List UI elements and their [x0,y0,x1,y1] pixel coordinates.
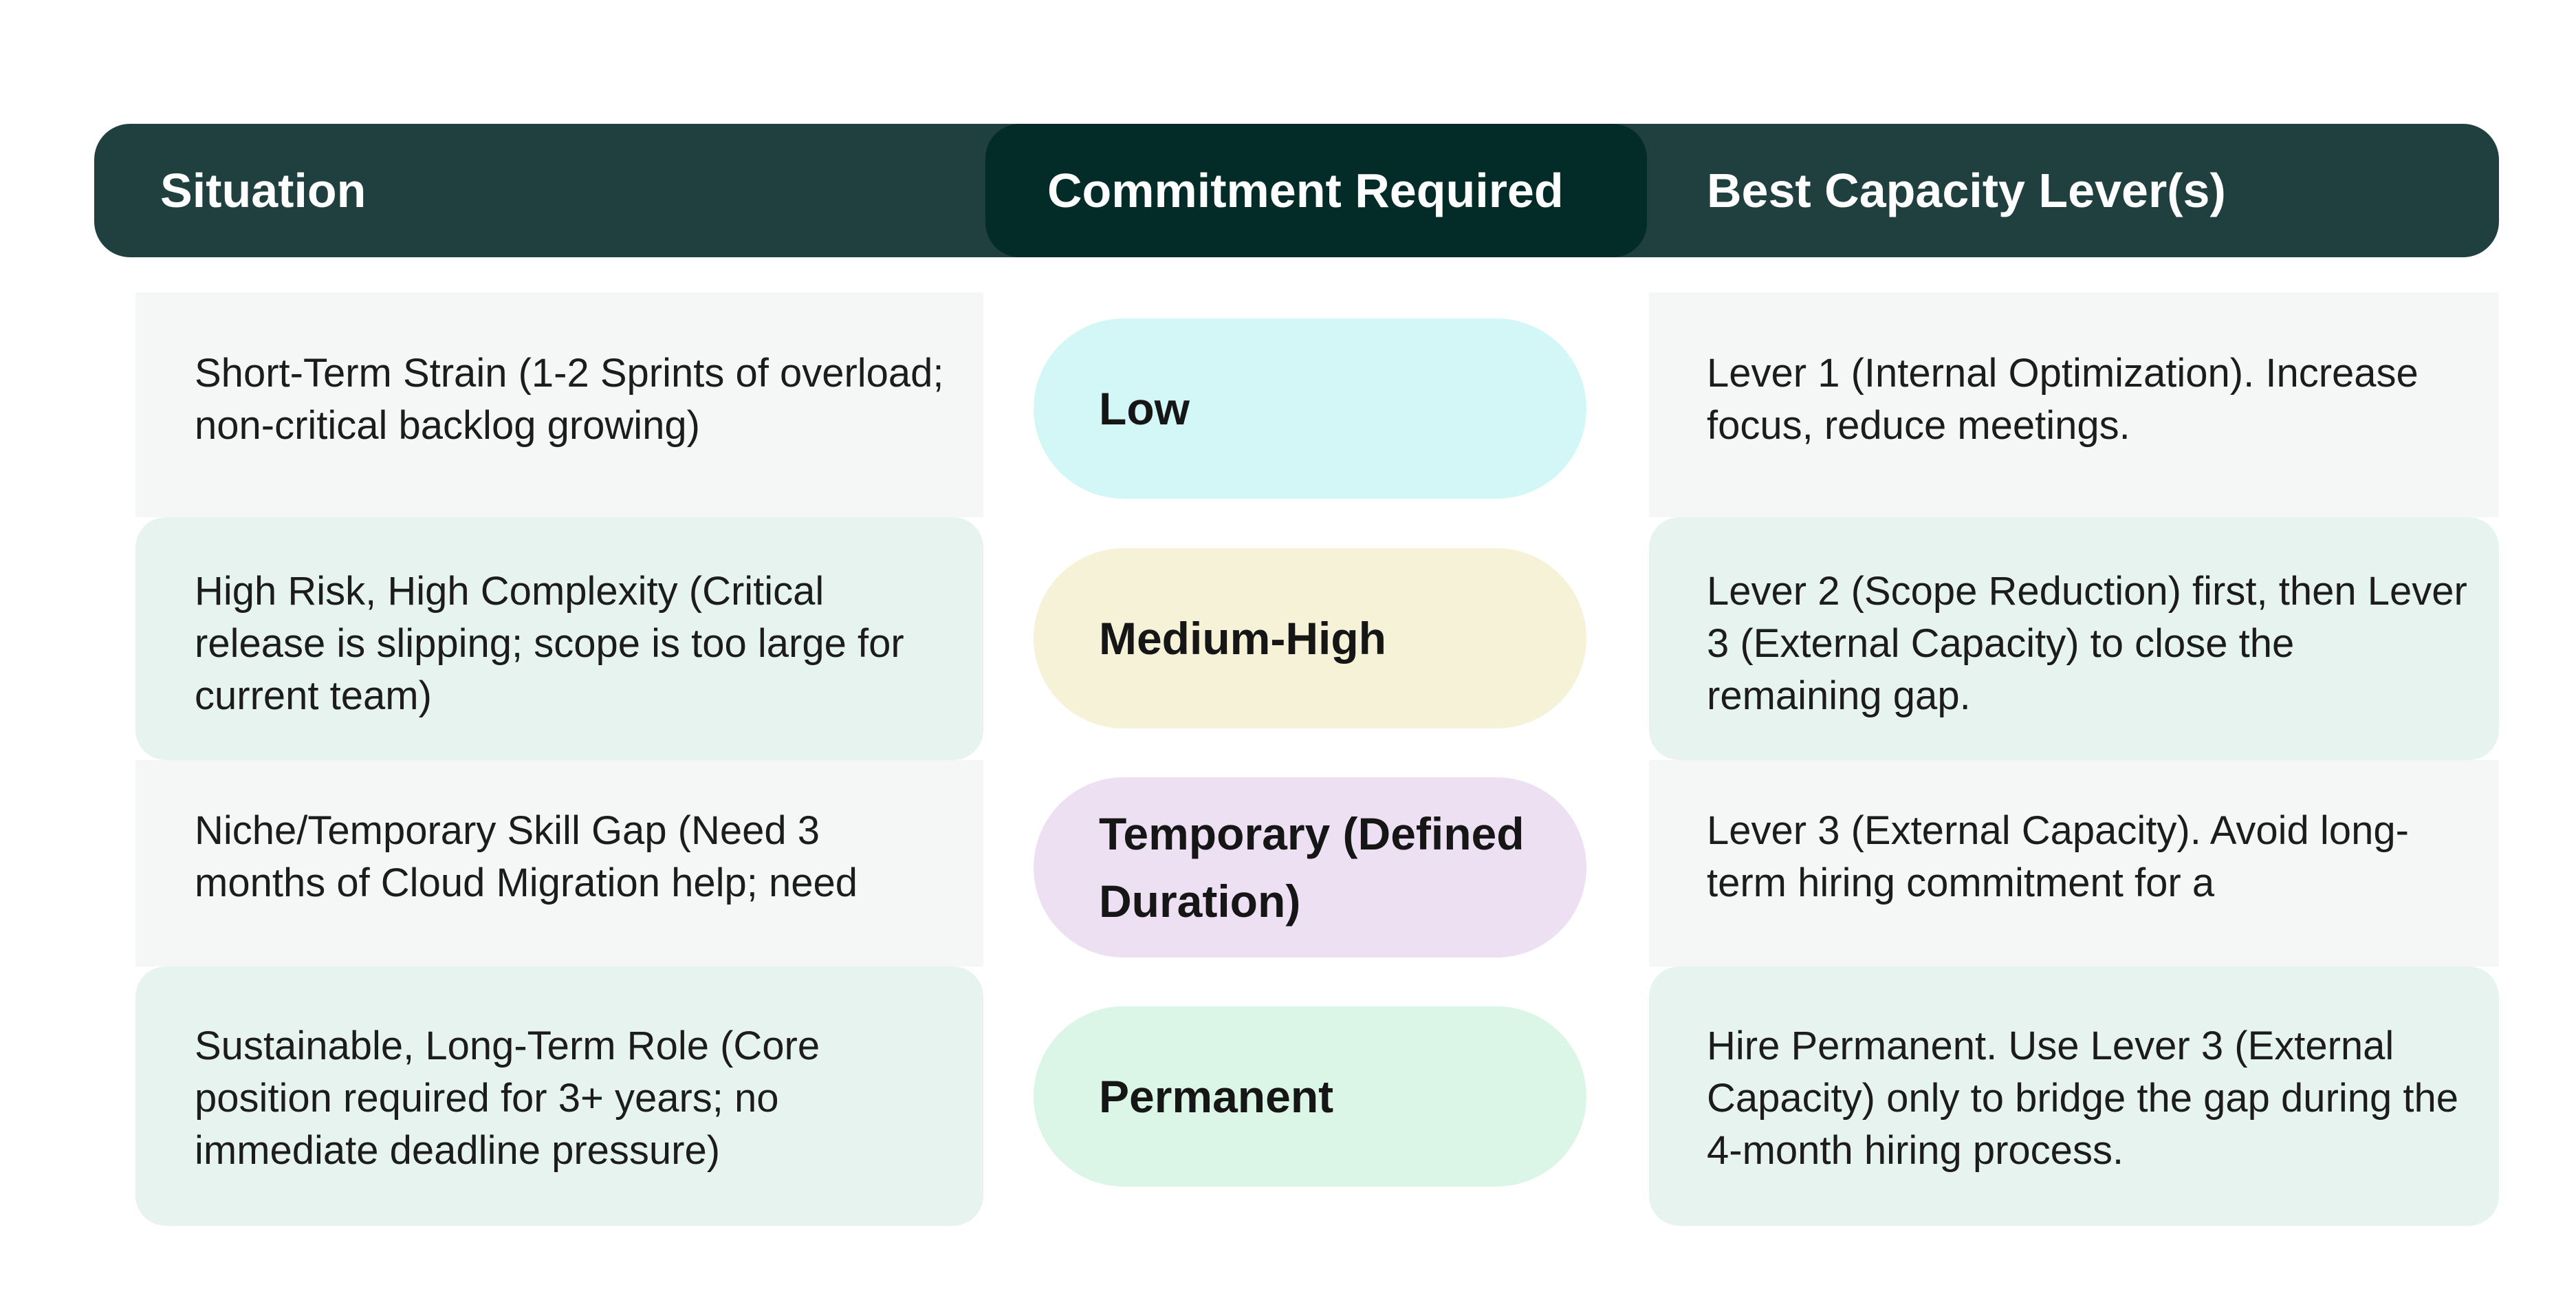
commitment-label: Low [1099,383,1190,434]
commitment-pill-permanent: Permanent [1034,1006,1586,1187]
table-header: Situation Commitment Required Best Capac… [94,124,2499,257]
table-row-1-lever: Lever 1 (Internal Optimization). Increas… [1649,292,2499,517]
table-row-1-situation: Short-Term Strain (1-2 Sprints of overlo… [135,292,983,517]
table-row-4-situation: Sustainable, Long-Term Role (Core positi… [135,966,983,1226]
commitment-pill-low: Low [1034,318,1586,499]
situation-text: Niche/Temporary Skill Gap (Need 3 months… [195,808,858,905]
commitment-label: Medium-High [1099,613,1386,664]
situation-text: High Risk, High Complexity (Critical rel… [195,569,904,718]
header-situation: Situation [160,164,367,217]
table-row-2-lever: Lever 2 (Scope Reduction) first, then Le… [1649,517,2499,760]
commitment-pill-temporary: Temporary (Defined Duration) [1034,777,1586,958]
lever-text: Lever 1 (Internal Optimization). Increas… [1707,351,2419,448]
header-best-capacity-levers: Best Capacity Lever(s) [1707,164,2226,217]
lever-text: Hire Permanent. Use Lever 3 (External Ca… [1707,1024,2459,1173]
situation-text: Sustainable, Long-Term Role (Core positi… [195,1024,820,1173]
table-row-4-lever: Hire Permanent. Use Lever 3 (External Ca… [1649,966,2499,1226]
table-row-2-situation: High Risk, High Complexity (Critical rel… [135,517,983,760]
header-highlight-commitment [985,124,1647,257]
header-commitment-required: Commitment Required [1047,164,1564,217]
situation-text: Short-Term Strain (1-2 Sprints of overlo… [195,351,944,448]
table-row-3-lever: Lever 3 (External Capacity). Avoid long-… [1649,760,2499,966]
commitment-label: Temporary (Defined Duration) [1099,808,1525,927]
lever-text: Lever 2 (Scope Reduction) first, then Le… [1707,569,2467,718]
commitment-label: Permanent [1099,1071,1334,1122]
commitment-pill-medium-high: Medium-High [1034,548,1586,728]
lever-text: Lever 3 (External Capacity). Avoid long-… [1707,808,2409,905]
table-row-3-situation: Niche/Temporary Skill Gap (Need 3 months… [135,760,983,966]
